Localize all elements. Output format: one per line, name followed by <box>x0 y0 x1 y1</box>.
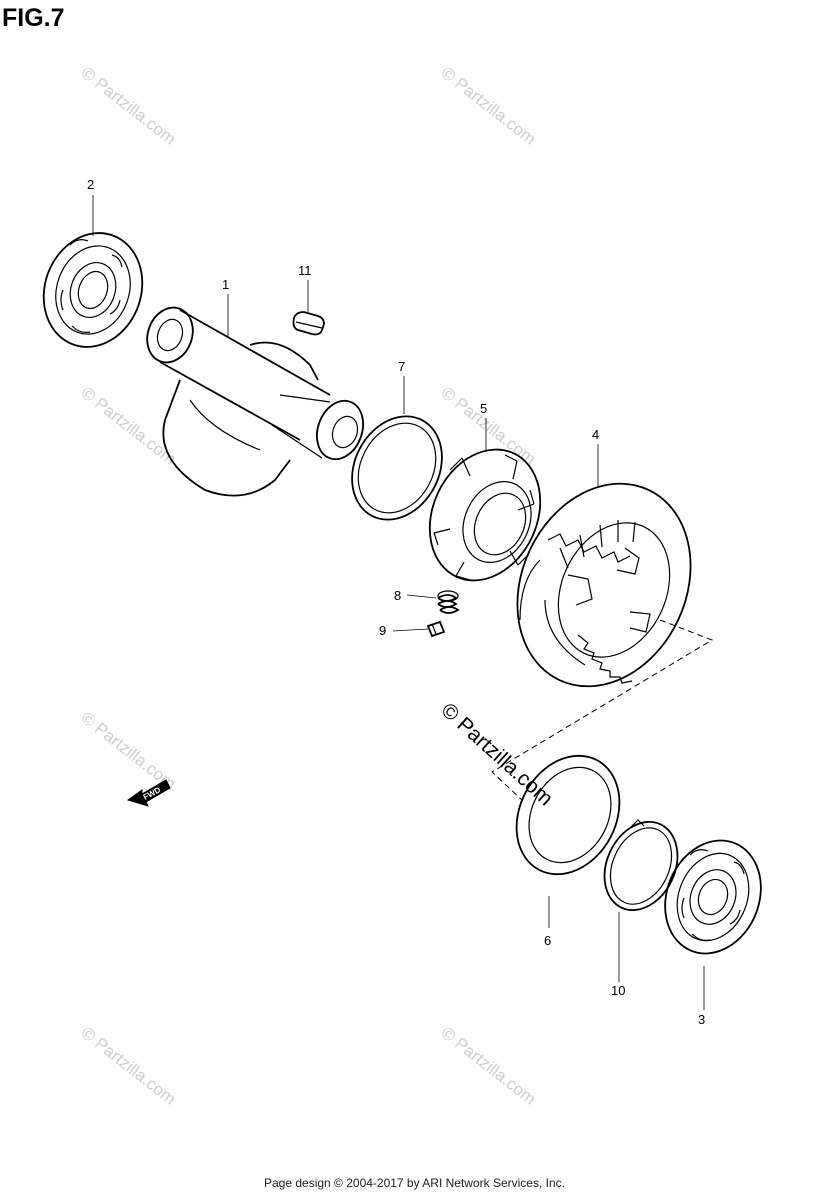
forward-arrow-icon: FWD <box>126 779 171 807</box>
part-label-3: 3 <box>698 1012 705 1027</box>
watermark-text: © Partzilla.com <box>438 63 540 149</box>
part-11-key <box>292 311 325 336</box>
part-label-11: 11 <box>298 263 312 278</box>
watermark-text: © Partzilla.com <box>78 1023 180 1109</box>
part-label-7: 7 <box>398 359 405 374</box>
assembly-bracket <box>491 619 714 801</box>
part-8-spring <box>437 590 460 614</box>
part-label-6: 6 <box>544 933 551 948</box>
part-10-circlip <box>603 819 679 911</box>
part-label-5: 5 <box>480 401 487 416</box>
part-2-bearing <box>42 232 144 348</box>
part-labels: 2 1 11 7 5 4 8 9 6 10 3 <box>87 177 705 1027</box>
leader-lines <box>92 195 705 1010</box>
part-1-balancer-shaft <box>146 306 364 497</box>
part-label-9: 9 <box>379 623 386 638</box>
part-label-1: 1 <box>222 277 229 292</box>
page-footer: Page design © 2004-2017 by ARI Network S… <box>263 1176 565 1190</box>
part-5-damper-hub <box>428 448 542 582</box>
part-3-bearing <box>664 839 762 955</box>
watermark-text: © Partzilla.com <box>78 63 180 149</box>
part-9-pin <box>426 620 446 638</box>
watermark-text: © Partzilla.com <box>438 383 540 469</box>
part-7-ring <box>351 415 443 521</box>
part-label-2: 2 <box>87 177 94 192</box>
part-label-4: 4 <box>592 427 599 442</box>
center-watermark: © Partzilla.com <box>437 699 558 811</box>
part-label-10: 10 <box>611 983 625 998</box>
watermark-text: © Partzilla.com <box>438 1023 540 1109</box>
part-label-8: 8 <box>394 588 401 603</box>
part-6-washer <box>515 754 621 876</box>
watermark-group: © Partzilla.com © Partzilla.com © Partzi… <box>78 63 540 1109</box>
figure-title: FIG.7 <box>2 4 65 32</box>
part-4-gear <box>516 482 692 688</box>
